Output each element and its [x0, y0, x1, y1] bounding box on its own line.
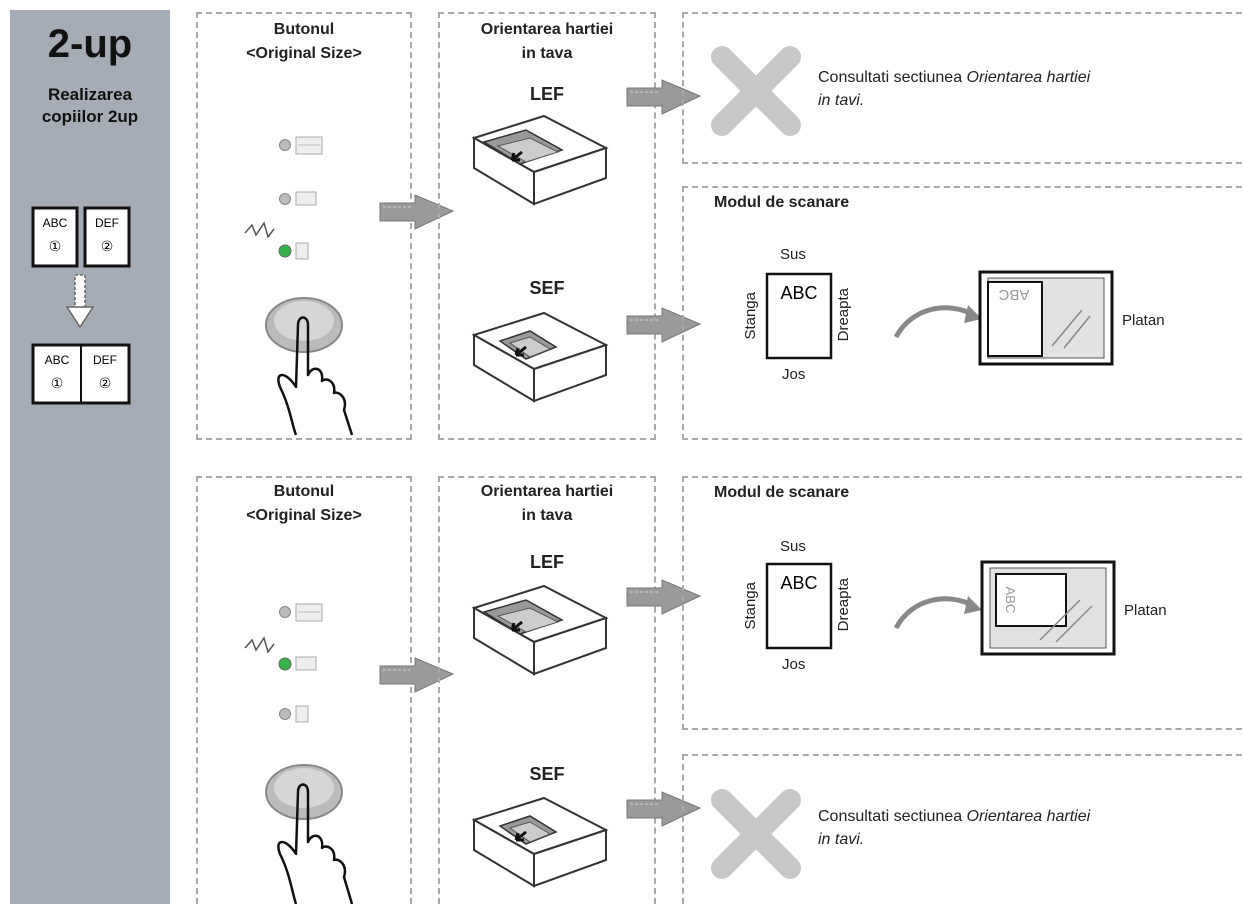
tray-panel-top [438, 12, 656, 440]
curved-arrow-icon [893, 305, 982, 339]
tray-panel-title-line1: Orientarea hartiei [480, 483, 614, 500]
flow-arrow-icon [626, 579, 702, 615]
error-message: Consultati sectiunea Orientarea hartiei … [818, 66, 1238, 112]
sef-label: SEF [529, 278, 565, 298]
error-text-plain: Consultati sectiunea [818, 808, 967, 825]
scan-mode-box-bottom [682, 476, 1246, 730]
platen-text: ABC [1003, 587, 1018, 614]
scan-label-bottom: Jos [782, 656, 806, 673]
error-box-bottom [682, 754, 1246, 904]
tray-sef-icon [471, 311, 609, 403]
error-text-italic2: in tavi. [818, 831, 865, 848]
led-indicator-3-active [244, 221, 309, 260]
hand-pointer-icon [277, 316, 354, 436]
page-text: ABC [43, 216, 68, 230]
scan-label-right: Dreapta [835, 578, 852, 632]
tray-lef-icon [471, 584, 609, 676]
button-panel-top [196, 12, 412, 440]
tray-panel-title-line2: in tava [521, 45, 573, 62]
button-panel-title-line1: Butonul [273, 21, 335, 38]
tray-panel-title: Orientarea hartiei in tava [438, 18, 656, 66]
down-arrow-icon [65, 274, 95, 329]
flow-arrow-icon [626, 307, 702, 343]
platen-icon: ABC [980, 560, 1116, 656]
scan-label-top: Sus [780, 246, 806, 263]
button-panel-title: Butonul <Original Size> [196, 18, 412, 66]
document-text: ABC [780, 573, 817, 593]
scan-label-left: Stanga [742, 582, 759, 630]
flow-arrow-icon [626, 79, 702, 115]
page-text: DEF [93, 353, 117, 367]
document-abc: ABC [765, 272, 833, 360]
original-size-control-bottom [244, 603, 354, 904]
page-number: ① [51, 376, 64, 392]
led-indicator-2 [279, 191, 317, 206]
page-text: DEF [95, 216, 119, 230]
button-panel-title-line2: <Original Size> [246, 507, 362, 524]
sidebar-subtitle-line2: copiilor 2up [41, 107, 139, 126]
button-panel-title: Butonul <Original Size> [196, 480, 412, 528]
platen-text: ABC [998, 286, 1029, 303]
scan-mode-title: Modul de scanare [714, 484, 850, 501]
tray-panel-title-line1: Orientarea hartiei [480, 21, 614, 38]
tray-panel-title: Orientarea hartiei in tava [438, 480, 656, 528]
error-text-italic: Orientarea hartiei [966, 69, 1091, 86]
scan-label-right: Dreapta [835, 288, 852, 342]
flow-arrow-icon [379, 194, 455, 230]
error-message: Consultati sectiunea Orientarea hartiei … [818, 805, 1238, 851]
button-panel-title-line1: Butonul [273, 483, 335, 500]
flow-arrow-icon [626, 791, 702, 827]
button-panel-title-line2: <Original Size> [246, 45, 362, 62]
round-button-icon [265, 297, 343, 353]
hand-pointer-icon [277, 783, 354, 904]
led-indicator-1 [279, 603, 323, 622]
led-indicator-1 [279, 136, 323, 155]
original-size-control-top [244, 136, 354, 436]
page-number: ② [99, 376, 112, 392]
page-text: ABC [45, 353, 70, 367]
tray-panel-bottom [438, 476, 656, 904]
original-page-abc: ABC ① [31, 206, 79, 268]
tray-lef-icon [471, 114, 609, 206]
two-up-illustration: ABC ① DEF ② ABC ① DEF ② [31, 206, 131, 405]
led-indicator-3 [279, 705, 309, 723]
platen-icon: ABC [978, 270, 1114, 366]
tray-panel-title-line2: in tava [521, 507, 573, 524]
sidebar-subtitle: Realizarea copiilor 2up [10, 84, 170, 128]
scan-label-top: Sus [780, 538, 806, 555]
sidebar-title: 2-up [47, 22, 133, 66]
cross-icon [711, 789, 801, 879]
page-number: ② [101, 239, 114, 255]
round-button-icon [265, 764, 343, 820]
sef-label: SEF [529, 764, 565, 784]
button-panel-bottom [196, 476, 412, 904]
curved-arrow-icon [893, 596, 982, 630]
scan-mode-title: Modul de scanare [714, 194, 850, 211]
tray-sef-icon [471, 796, 609, 888]
sidebar-subtitle-line1: Realizarea [47, 85, 133, 104]
original-page-def: DEF ② [83, 206, 131, 268]
page-number: ① [49, 239, 62, 255]
cross-icon [711, 46, 801, 136]
platen-label: Platan [1122, 312, 1165, 329]
flow-arrow-icon [379, 657, 455, 693]
led-indicator-2-active [244, 636, 317, 671]
scan-label-bottom: Jos [782, 366, 806, 383]
error-text-plain: Consultati sectiunea [818, 69, 967, 86]
document-abc: ABC [765, 562, 833, 650]
combined-page: ABC ① DEF ② [31, 343, 131, 405]
error-box-top [682, 12, 1246, 164]
scan-mode-box-top [682, 186, 1246, 440]
error-text-italic2: in tavi. [818, 92, 865, 109]
lef-label: LEF [530, 84, 564, 104]
platen-label: Platan [1124, 602, 1167, 619]
lef-label: LEF [530, 552, 564, 572]
document-text: ABC [780, 283, 817, 303]
sidebar [10, 10, 170, 904]
error-text-italic: Orientarea hartiei [966, 808, 1091, 825]
scan-label-left: Stanga [742, 292, 759, 340]
